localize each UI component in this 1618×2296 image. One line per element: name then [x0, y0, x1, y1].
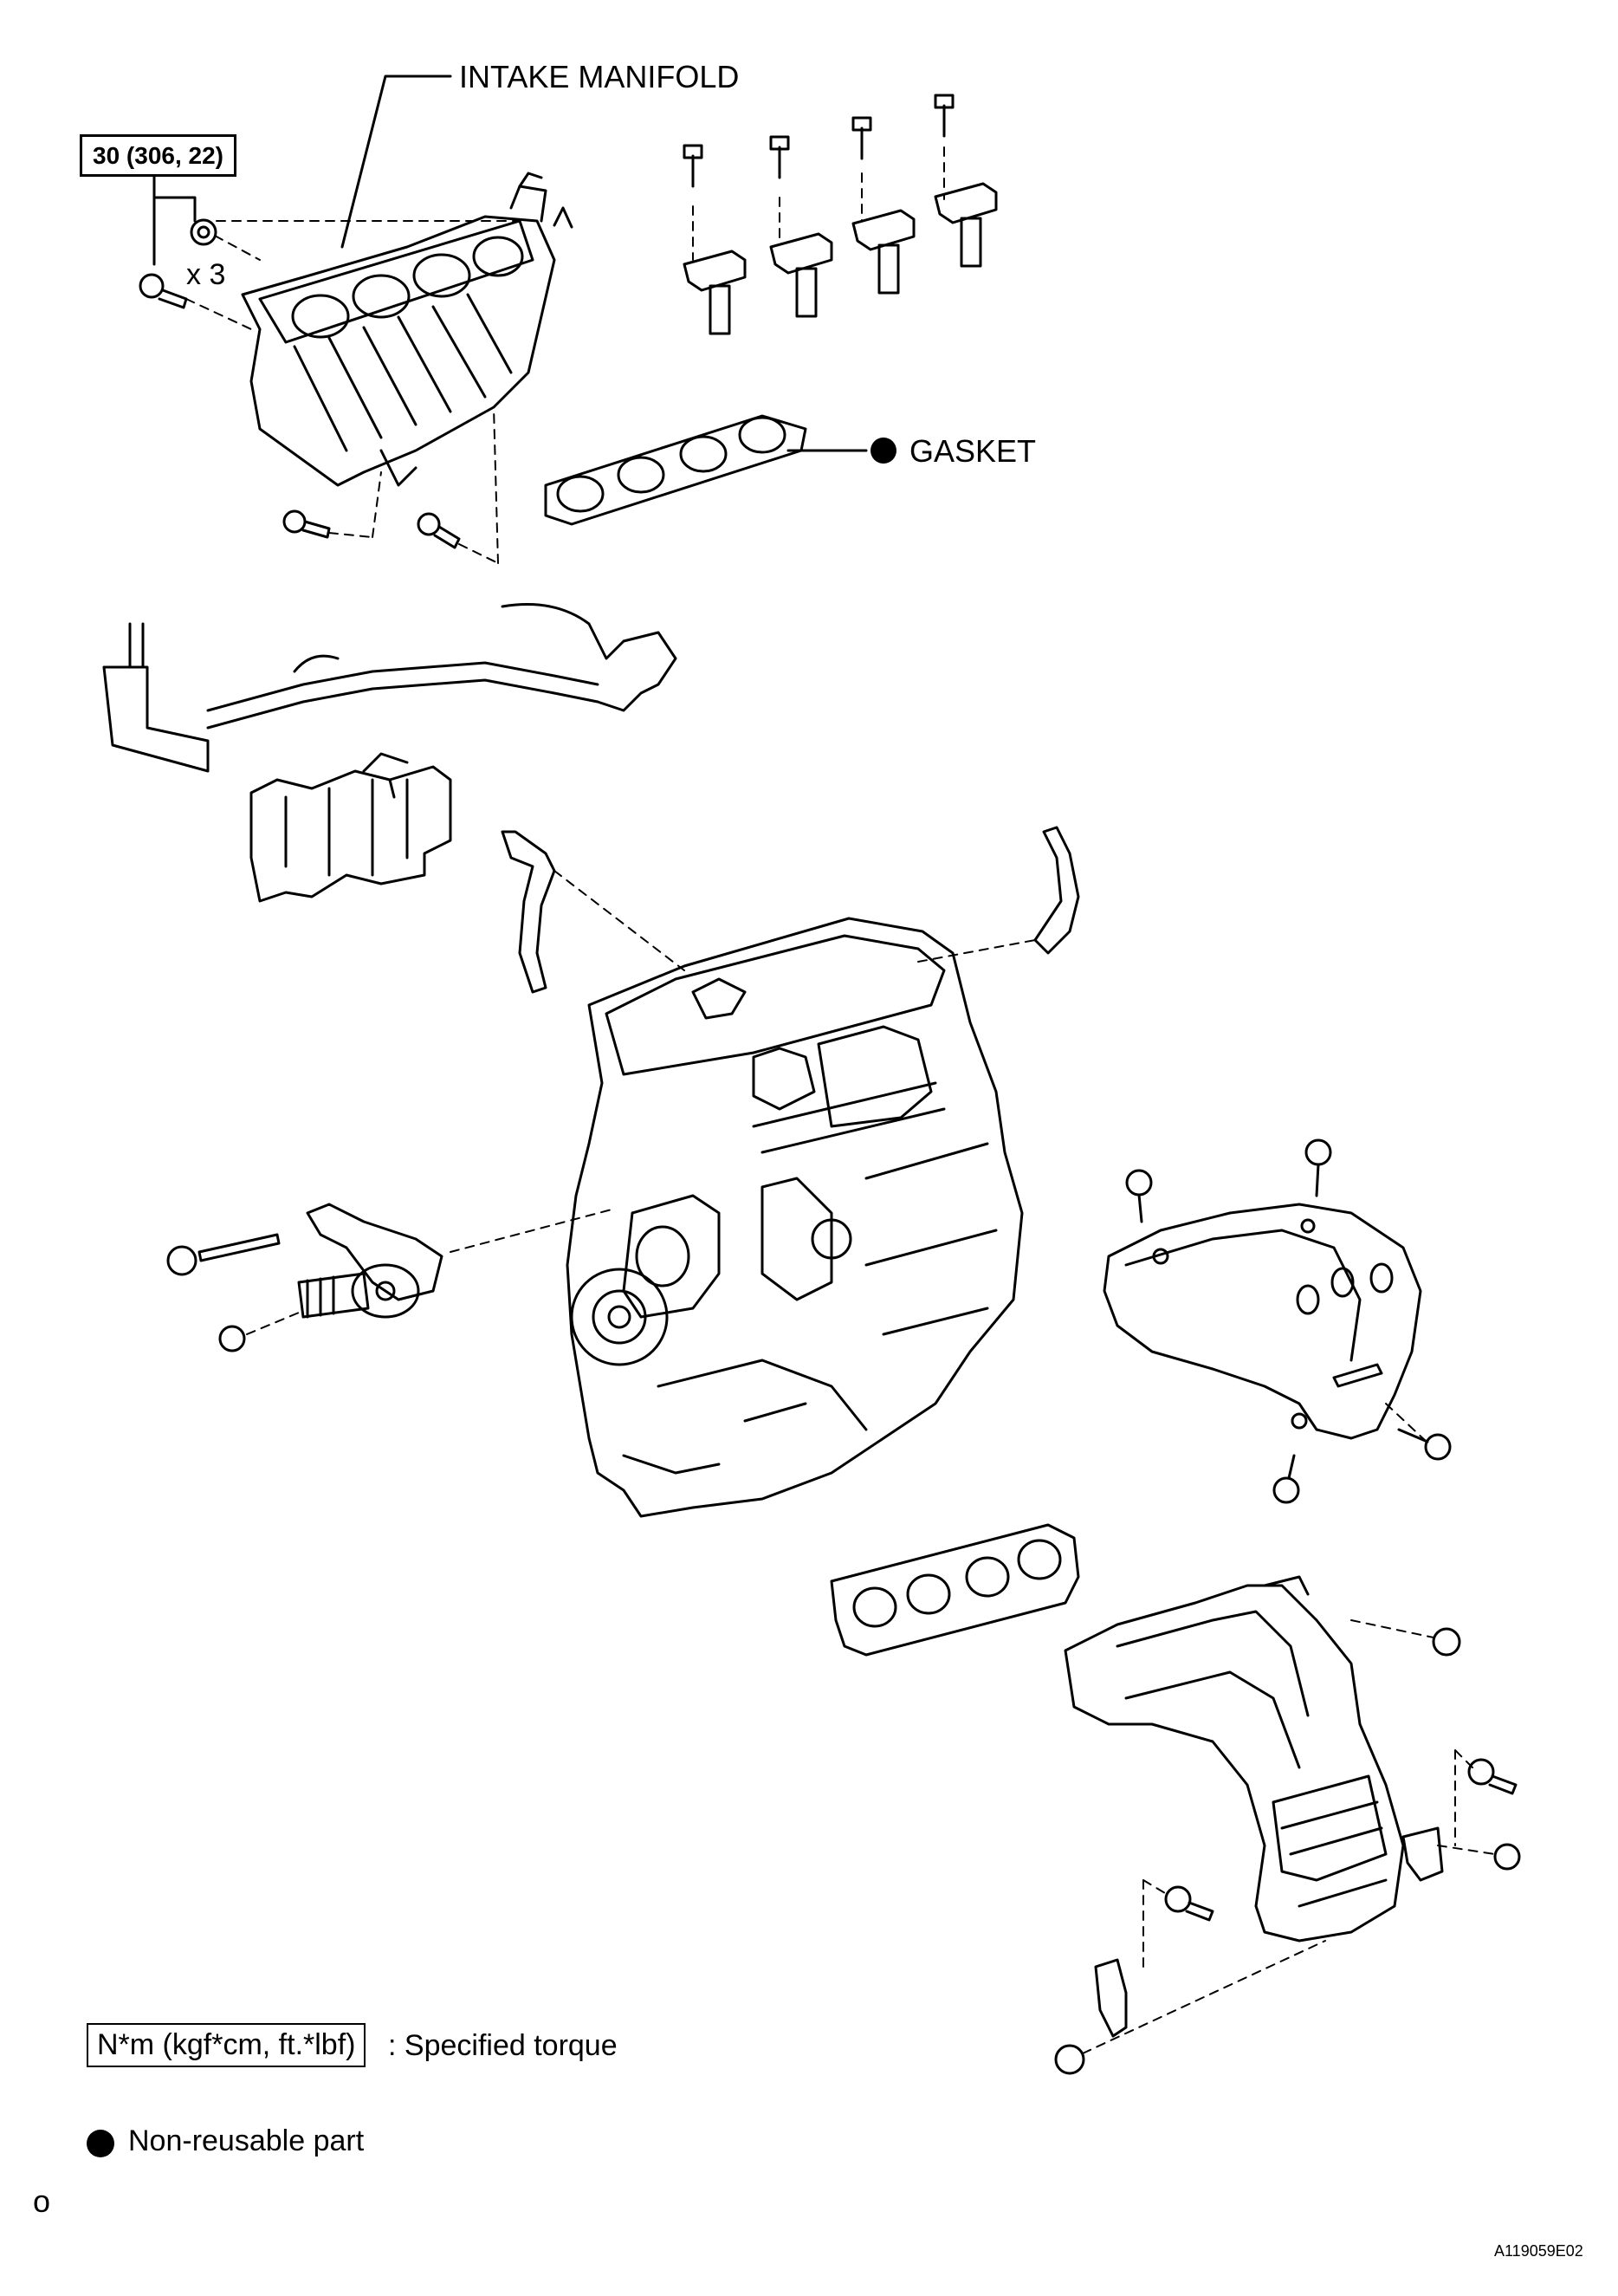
torque-spec-box: 30 (306, 22) [80, 134, 236, 177]
pcv-hoses-drawing [501, 826, 1080, 994]
engine-dashed-lines [450, 1208, 616, 1253]
page-marker: o [33, 2183, 51, 2219]
exhaust-gasket-drawing [830, 1523, 1080, 1657]
legend-torque-box: N*m (kgf*cm, ft.*lbf) [87, 2023, 366, 2067]
legend-non-reusable-marker [87, 2130, 114, 2157]
intake-gasket-drawing [544, 414, 807, 526]
exhaust-manifold-drawing [1064, 1575, 1405, 1943]
exhaust-heat-insulator-drawing [1103, 1203, 1422, 1440]
exhaust-fasteners [1054, 1627, 1521, 2075]
qty-label: x 3 [186, 258, 226, 291]
insulator-drawing [249, 752, 452, 903]
manifold-dashed-lines [185, 220, 521, 564]
hose-dashed-lines [553, 870, 1036, 971]
exhaust-dashed-lines [1082, 1403, 1496, 2054]
figure-id: A119059E02 [1494, 2242, 1583, 2260]
gasket-label: GASKET [909, 433, 1037, 469]
ignition-coils [683, 94, 998, 335]
engine-mount-bracket-drawing [166, 1203, 443, 1352]
engine-block-drawing [566, 917, 1024, 1518]
non-reusable-marker-gasket [870, 438, 896, 464]
leader-lines [152, 75, 868, 452]
legend-non-reusable-text: Non-reusable part [128, 2124, 365, 2157]
mount-dashed-lines [246, 1312, 300, 1335]
manifold-fasteners [139, 218, 461, 549]
wire-harness-drawing [102, 603, 677, 773]
insulator-bolts [1125, 1138, 1452, 1504]
coil-dashed-lines [692, 146, 945, 261]
intake-manifold-label: INTAKE MANIFOLD [459, 59, 740, 94]
legend-torque-text: : Specified torque [388, 2029, 618, 2062]
